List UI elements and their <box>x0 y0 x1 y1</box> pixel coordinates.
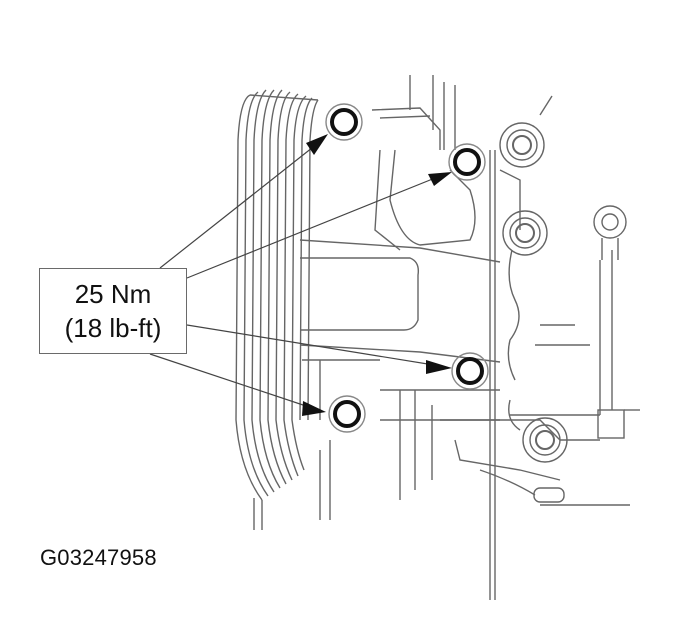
arrow-icon <box>428 172 452 186</box>
figure-id-label: G03247958 <box>40 545 157 570</box>
torque-callout-box: 25 Nm (18 lb-ft) <box>39 268 187 354</box>
housing <box>299 75 600 600</box>
bolt-lower-right <box>451 352 489 390</box>
arrowheads <box>302 134 452 416</box>
arrow-icon <box>306 134 328 155</box>
bolt-upper-right <box>448 143 486 181</box>
bolt-upper-left <box>325 103 363 141</box>
stud-nuts <box>499 95 568 463</box>
callout-bolts <box>325 103 489 433</box>
arrow-icon <box>302 401 326 416</box>
torque-lbft-label: (18 lb-ft) <box>64 313 162 343</box>
bracket <box>479 205 640 506</box>
bolt-lower-left <box>328 395 366 433</box>
pulley <box>235 89 331 530</box>
leader-lines <box>149 139 441 411</box>
arrow-icon <box>426 360 452 374</box>
torque-nm-label: 25 Nm <box>74 279 152 309</box>
